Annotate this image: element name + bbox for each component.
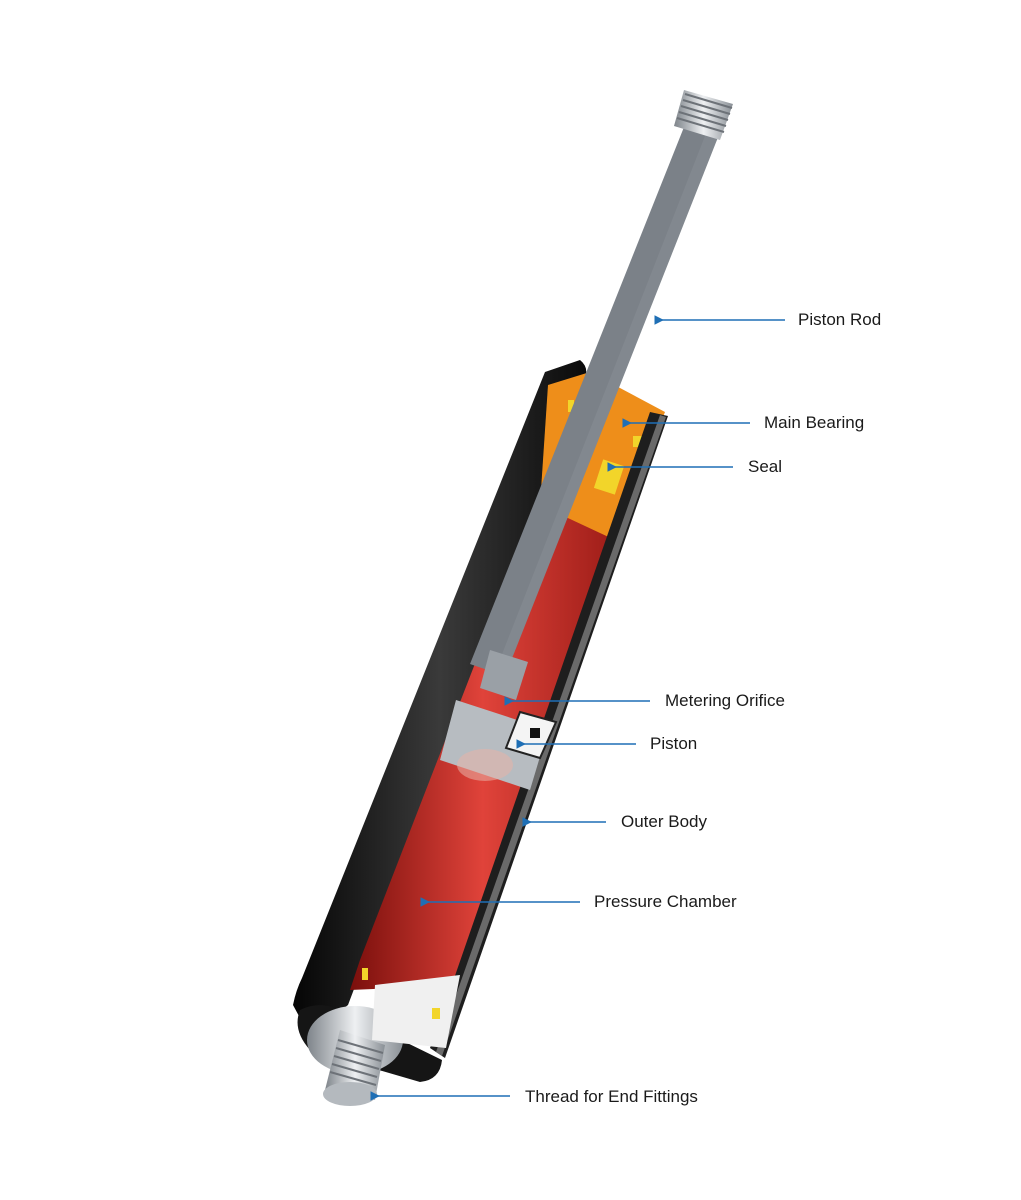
label-main-bearing: Main Bearing (764, 413, 865, 432)
label-seal: Seal (748, 457, 783, 476)
label-piston: Piston (650, 734, 698, 753)
label-piston-rod: Piston Rod (798, 310, 882, 329)
end-fitting-thread (323, 1030, 385, 1106)
label-thread-end-fittings: Thread for End Fittings (525, 1087, 698, 1106)
label-metering-orifice: Metering Orifice (665, 691, 785, 710)
outer-body-back-shell (293, 360, 587, 1019)
label-outer-body: Outer Body (621, 812, 707, 831)
bearing-seal-dot (633, 436, 642, 447)
rod-shading (495, 118, 724, 676)
rod-thread (674, 90, 733, 140)
label-pressure-chamber: Pressure Chamber (594, 892, 737, 911)
body-seal-dot (568, 400, 574, 412)
piston-assembly (440, 650, 558, 790)
